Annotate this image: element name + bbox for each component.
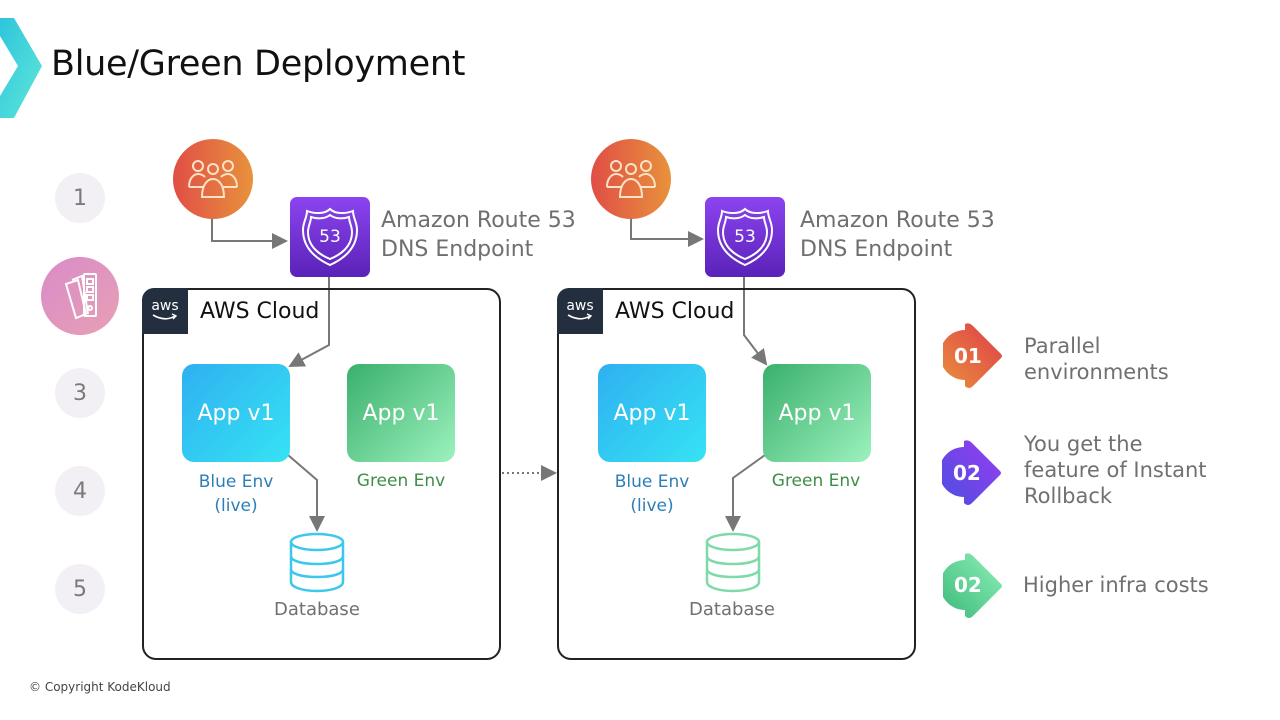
feature-text-line: Rollback xyxy=(1024,484,1113,508)
step-label: 5 xyxy=(73,576,87,602)
blue-app-box[interactable]: App v1 xyxy=(598,364,706,462)
env-line2: (live) xyxy=(630,496,674,516)
app-label: App v1 xyxy=(362,400,440,426)
app-label: App v1 xyxy=(197,400,275,426)
aws-logo-icon: aws xyxy=(557,288,603,334)
env-line2: (live) xyxy=(214,496,258,516)
env-line1: Green Env xyxy=(356,471,446,491)
step-5[interactable]: 5 xyxy=(55,564,105,614)
feature-text: You get the feature of Instant Rollback xyxy=(1024,431,1207,509)
aws-cloud-container-2: aws AWS Cloud xyxy=(557,288,916,660)
feature-badge-icon xyxy=(942,440,1001,505)
app-label: App v1 xyxy=(613,400,691,426)
feature-number: 02 xyxy=(953,461,981,485)
env-line1: Green Env xyxy=(771,471,861,491)
cloud-title: AWS Cloud xyxy=(200,299,320,324)
swatch-book-icon xyxy=(64,273,97,320)
green-app-box[interactable]: App v1 xyxy=(347,364,455,462)
copyright-text: © Copyright KodeKloud xyxy=(29,680,171,694)
step-label: 4 xyxy=(73,478,87,504)
database-icon xyxy=(289,532,345,593)
route53-label-line2: DNS Endpoint xyxy=(800,237,953,262)
users-to-route53-arrow xyxy=(630,218,704,247)
green-app-box[interactable]: App v1 xyxy=(763,364,871,462)
route53-icon: 53 xyxy=(705,197,785,277)
logo-chevron-icon xyxy=(0,18,42,118)
env-line1: Blue Env xyxy=(614,472,690,492)
users-group-icon xyxy=(173,139,253,219)
svg-text:53: 53 xyxy=(319,227,341,247)
step-label: 3 xyxy=(73,380,87,406)
feature-text: Higher infra costs xyxy=(1023,572,1209,598)
feature-badge-icon xyxy=(943,323,1002,388)
users-group-icon xyxy=(591,139,671,219)
green-env-label: Green Env xyxy=(340,469,462,493)
users-to-route53-arrow xyxy=(211,218,288,249)
step-3[interactable]: 3 xyxy=(55,368,105,418)
svg-text:53: 53 xyxy=(734,227,756,247)
feature-text-line: feature of Instant xyxy=(1024,458,1207,482)
step-1[interactable]: 1 xyxy=(55,173,105,223)
feature-badge-icon xyxy=(943,553,1002,618)
feature-text-line: You get the xyxy=(1024,432,1143,456)
feature-text-line: Parallel xyxy=(1024,334,1101,358)
app-label: App v1 xyxy=(778,400,856,426)
step-2-active[interactable] xyxy=(41,257,119,335)
route53-label-line1: Amazon Route 53 xyxy=(381,208,576,233)
route53-icon: 53 xyxy=(290,197,370,277)
route53-label: Amazon Route 53 DNS Endpoint xyxy=(381,206,576,264)
feature-text: Parallel environments xyxy=(1024,333,1169,385)
blue-app-box[interactable]: App v1 xyxy=(182,364,290,462)
feature-number: 01 xyxy=(954,344,982,368)
step-4[interactable]: 4 xyxy=(55,466,105,516)
feature-number: 02 xyxy=(954,573,982,597)
blue-env-label: Blue Env (live) xyxy=(598,470,706,518)
database-label: Database xyxy=(274,599,360,620)
page-title: Blue/Green Deployment xyxy=(51,44,466,84)
env-line1: Blue Env xyxy=(198,472,274,492)
route53-label-line1: Amazon Route 53 xyxy=(800,208,995,233)
cloud-title: AWS Cloud xyxy=(615,299,735,324)
step-label: 1 xyxy=(73,185,87,211)
aws-logo-icon: aws xyxy=(142,288,188,334)
aws-cloud-container-1: aws AWS Cloud xyxy=(142,288,501,660)
blue-env-label: Blue Env (live) xyxy=(182,470,290,518)
database-icon xyxy=(705,532,761,593)
feature-text-line: environments xyxy=(1024,360,1169,384)
feature-text-line: Higher infra costs xyxy=(1023,573,1209,597)
green-env-label: Green Env xyxy=(755,469,877,493)
route53-label: Amazon Route 53 DNS Endpoint xyxy=(800,206,995,264)
route53-label-line2: DNS Endpoint xyxy=(381,237,534,262)
database-label: Database xyxy=(689,599,775,620)
